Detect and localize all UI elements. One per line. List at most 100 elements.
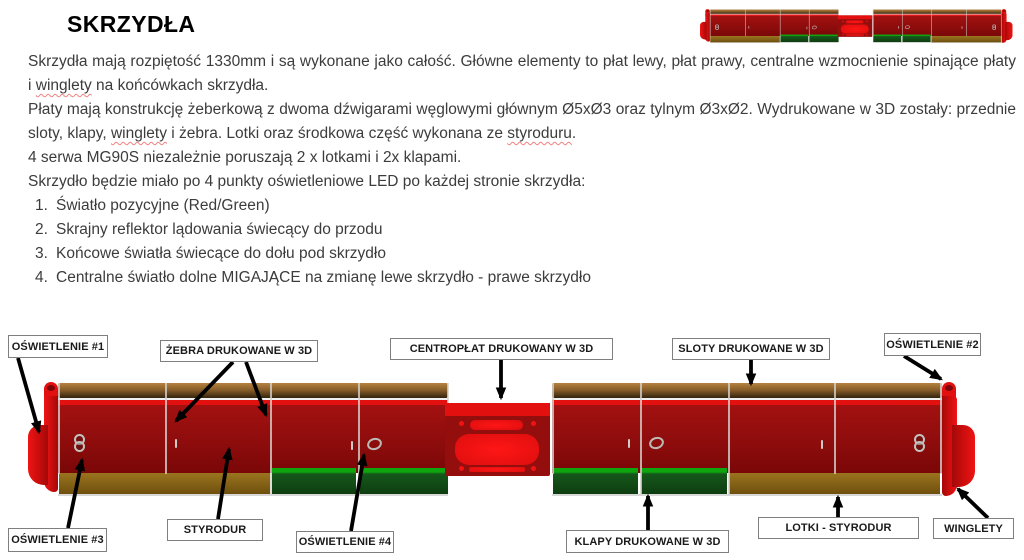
rib-line [808,9,810,43]
center-spar-strip [837,15,873,20]
left-flap-inner [358,468,448,494]
wing-thumbnail [700,8,1015,50]
list-number: 2. [35,221,48,238]
diagram-label-oswietlenie-1: OŚWIETLENIE #1 [8,335,108,358]
left-wing-panel [709,15,839,37]
left-winglet [705,13,710,42]
page-title: SKRZYDŁA [67,11,196,37]
left-trailing-edge [58,494,448,496]
spellcheck-word: styroduru [507,125,572,142]
diagram-label-sloty: SLOTY DRUKOWANE W 3D [672,338,830,360]
right-slot-strip [872,9,1002,14]
rib-line [1000,9,1002,37]
left-styrodur-strip [710,36,780,43]
diagram-label-oswietlenie-4: OŚWIETLENIE #4 [296,531,394,553]
list-number: 1. [35,197,48,214]
rib-line [728,383,730,495]
center-cutout-bottom [845,34,865,36]
led-list-item: 3. Końcowe światła świecące do dołu pod s… [28,242,1016,266]
servo-mark [898,25,899,29]
servo-mark [821,440,823,449]
right-led-light [914,434,925,452]
diagram-label-lotki: LOTKI - STYRODUR [758,517,919,539]
diagram-label-oswietlenie-3: OŚWIETLENIE #3 [8,528,107,552]
left-leading-edge [709,14,839,16]
led-list: 1. Światło pozycyjne (Red/Green) 2. Skrajn… [28,194,1016,290]
center-section [837,15,873,37]
list-label: Światło pozycyjne (Red/Green) [56,197,270,214]
arrow-oswietlenie-2 [902,354,943,381]
servo-mark [351,441,353,450]
right-edge-highlight [552,398,942,400]
left-wing-panel [58,405,448,473]
paragraph-text: i żebra. Lotki oraz środkowa część wykon… [166,125,508,142]
rib-line [709,9,711,37]
rib-line [834,383,836,474]
list-label: Skrajny reflektor lądowania świecący do … [56,221,383,238]
center-cutout-bottom [469,467,525,472]
body-text: Skrzydła mają rozpiętość 1330mm i są wyk… [28,50,1016,290]
right-winglet-tip [952,425,975,487]
servo-mark [961,26,963,29]
wing-assembly [28,378,975,512]
led-list-item: 1. Światło pozycyjne (Red/Green) [28,194,1016,218]
right-winglet [1001,13,1007,43]
right-flap-outer [641,468,727,494]
servo-mark [628,439,630,448]
servo-mark [748,25,750,29]
right-edge-highlight [872,13,1002,15]
servo-mark [806,26,808,30]
left-winglet-tip [28,425,48,485]
rib-line [640,383,642,495]
right-flap-outer [902,34,931,43]
paragraph-4: Skrzydło będzie miało po 4 punkty oświet… [28,173,586,190]
right-flap-inner [873,34,902,43]
list-number: 3. [35,245,48,262]
rib-line [779,9,781,43]
center-hole [842,20,844,23]
left-led-light [74,434,85,452]
paragraph-1: Skrzydła mają rozpiętość 1330mm i są wyk… [28,50,1016,98]
left-slot-strip [709,9,839,14]
diagram-label-styrodur: STYRODUR [167,519,263,541]
right-wing-panel [872,15,1002,37]
spellcheck-word: winglety [110,125,167,142]
rib-line [872,9,874,37]
rib-line [270,383,272,495]
rib-line [745,9,746,37]
right-styrodur-strip [931,36,1001,43]
left-flap-outer [780,34,809,43]
rib-line [931,9,932,43]
paragraph-2: Płaty mają konstrukcję żeberkową z dwoma… [28,98,1016,146]
servo-mark [175,439,177,448]
rib-line [965,9,967,37]
spellcheck-word: winglety [35,77,92,94]
left-led-light [715,24,719,30]
rib-line [165,383,167,474]
diagram-label-klapy: KLAPY DRUKOWANE W 3D [566,530,729,553]
center-hole [865,33,868,36]
right-trailing-edge [872,42,1002,43]
center-hole [842,33,844,36]
right-flap-inner [553,468,638,494]
right-styrodur-strip [729,473,940,496]
right-trailing-edge [552,494,942,496]
right-leading-edge [552,400,942,405]
paragraph-text: Płaty mają konstrukcję żeberkową z dwoma… [28,101,1016,142]
center-hole [459,466,464,471]
rib-line [58,383,60,474]
paragraph-text: Skrzydła mają rozpiętość 1330mm i są wyk… [28,53,1016,94]
list-number: 4. [35,269,48,286]
left-styrodur-strip [59,473,270,496]
left-flap-inner [808,34,839,43]
paragraph-text: . [571,125,577,142]
list-label: Końcowe światła świecące do dołu pod skr… [56,245,386,262]
center-cutout-top [470,420,523,430]
diagram-label-winglety: WINGLETY [933,518,1014,539]
rib-line [940,383,942,474]
center-hole [531,421,536,426]
left-winglet-tip [700,21,707,40]
center-cutout-main [840,24,869,34]
diagram-label-oswietlenie-2: OŚWIETLENIE #2 [884,333,981,356]
center-section [445,403,550,476]
